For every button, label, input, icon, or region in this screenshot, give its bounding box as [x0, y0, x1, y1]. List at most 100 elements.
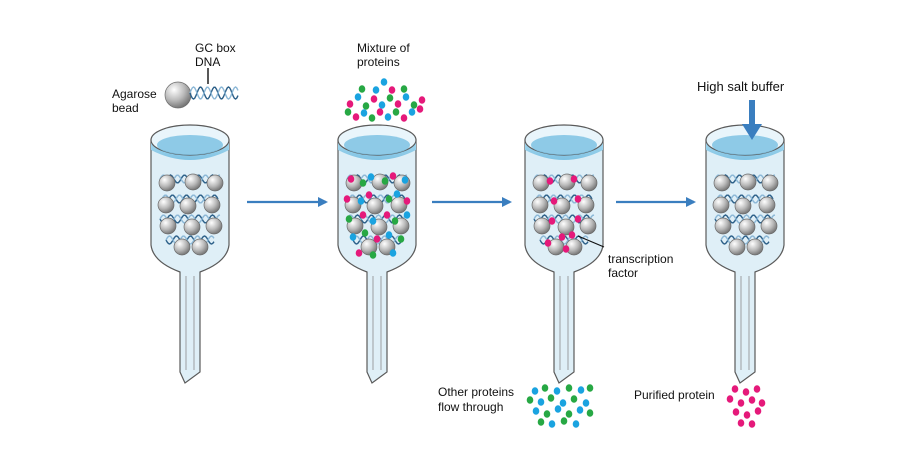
agarose-bead-icon: [206, 174, 224, 192]
protein-dot: [352, 113, 360, 121]
dna-helix-icon: [165, 235, 215, 245]
agarose-bead-icon: [758, 196, 776, 214]
protein-dot: [731, 385, 739, 393]
protein-dot: [365, 191, 373, 199]
mixture-label-line1: Mixture of: [357, 41, 410, 55]
protein-dot: [418, 96, 426, 104]
protein-dot: [550, 197, 558, 205]
protein-dot: [732, 408, 740, 416]
protein-dot: [532, 407, 540, 415]
column-3: [524, 124, 605, 384]
protein-dot: [758, 399, 766, 407]
protein-dot: [559, 399, 567, 407]
column-2: [337, 124, 417, 384]
purified-protein-label: Purified protein: [634, 388, 715, 402]
protein-dot: [401, 176, 409, 184]
protein-dot: [544, 239, 552, 247]
agarose-bead-icon: [553, 197, 571, 215]
dna-label: DNA: [195, 55, 221, 69]
protein-dot: [570, 395, 578, 403]
protein-dot: [370, 95, 378, 103]
protein-dot: [537, 418, 545, 426]
protein-dot: [378, 101, 386, 109]
agarose-bead-icon: [164, 81, 192, 109]
protein-dot: [346, 100, 354, 108]
protein-dot: [554, 405, 562, 413]
agarose-bead-icon: [577, 196, 595, 214]
protein-dot: [410, 101, 418, 109]
agarose-bead-icon: [179, 197, 197, 215]
transcription-factor-pointer: [577, 235, 605, 248]
protein-dot: [386, 94, 394, 102]
protein-dot: [560, 417, 568, 425]
protein-dot: [357, 197, 365, 205]
liquid-surface: [531, 135, 597, 155]
protein-dot: [416, 105, 424, 113]
protein-dot: [397, 235, 405, 243]
liquid-surface: [344, 135, 410, 155]
protein-dot: [562, 245, 570, 253]
protein-dot: [343, 195, 351, 203]
agarose-bead-icon: [360, 238, 378, 256]
protein-dot: [547, 394, 555, 402]
protein-dot: [361, 229, 369, 237]
protein-dot: [383, 211, 391, 219]
protein-dot: [360, 109, 368, 117]
column-stem-tube: [740, 276, 750, 370]
agarose-bead-icon: [183, 218, 201, 236]
protein-dot: [380, 78, 388, 86]
other-proteins-label-line2: flow through: [438, 400, 504, 414]
protein-dot: [347, 175, 355, 183]
protein-dot: [369, 217, 377, 225]
dna-helix-icon: [189, 86, 239, 100]
protein-dot: [400, 85, 408, 93]
agarose-bead-icon: [712, 196, 730, 214]
protein-dot: [393, 190, 401, 198]
protein-dot: [543, 410, 551, 418]
protein-dot: [394, 100, 402, 108]
protein-dot: [742, 388, 750, 396]
bead-label: bead: [112, 101, 139, 115]
protein-dot: [389, 249, 397, 257]
protein-dot: [754, 407, 762, 415]
high-salt-buffer-label: High salt buffer: [697, 79, 785, 94]
agarose-bead-icon: [714, 217, 732, 235]
protein-dot: [388, 86, 396, 94]
agarose-bead-icon: [760, 217, 778, 235]
protein-dot: [570, 175, 578, 183]
agarose-bead-icon: [746, 238, 764, 256]
protein-dot: [358, 85, 366, 93]
protein-dot: [384, 113, 392, 121]
agarose-bead-icon: [203, 196, 221, 214]
protein-dot: [403, 197, 411, 205]
protein-dot: [400, 114, 408, 122]
down-arrow-head: [742, 124, 762, 140]
gc-box-label: GC box: [195, 41, 236, 55]
agarose-bead-icon: [761, 174, 779, 192]
protein-dot: [743, 411, 751, 419]
column-stem-tube: [372, 276, 382, 370]
agarose-bead-icon: [532, 174, 550, 192]
protein-dot: [548, 420, 556, 428]
protein-dot: [565, 384, 573, 392]
protein-dot: [391, 217, 399, 225]
agarose-bead-icon: [366, 197, 384, 215]
transcription-factor-label-line2: factor: [608, 266, 639, 280]
protein-dot: [345, 215, 353, 223]
protein-dot: [349, 233, 357, 241]
agarose-bead-icon: [531, 196, 549, 214]
protein-dot: [369, 251, 377, 259]
protein-dot: [408, 108, 416, 116]
protein-dot: [526, 396, 534, 404]
column-stem-tube: [185, 276, 195, 370]
protein-dot: [748, 420, 756, 428]
agarose-bead-icon: [580, 174, 598, 192]
protein-dot: [389, 172, 397, 180]
liquid-surface: [712, 135, 778, 155]
protein-dot: [344, 108, 352, 116]
protein-dot: [368, 114, 376, 122]
protein-dot: [541, 384, 549, 392]
protein-dot: [748, 396, 756, 404]
agarose-bead-icon: [184, 173, 202, 191]
